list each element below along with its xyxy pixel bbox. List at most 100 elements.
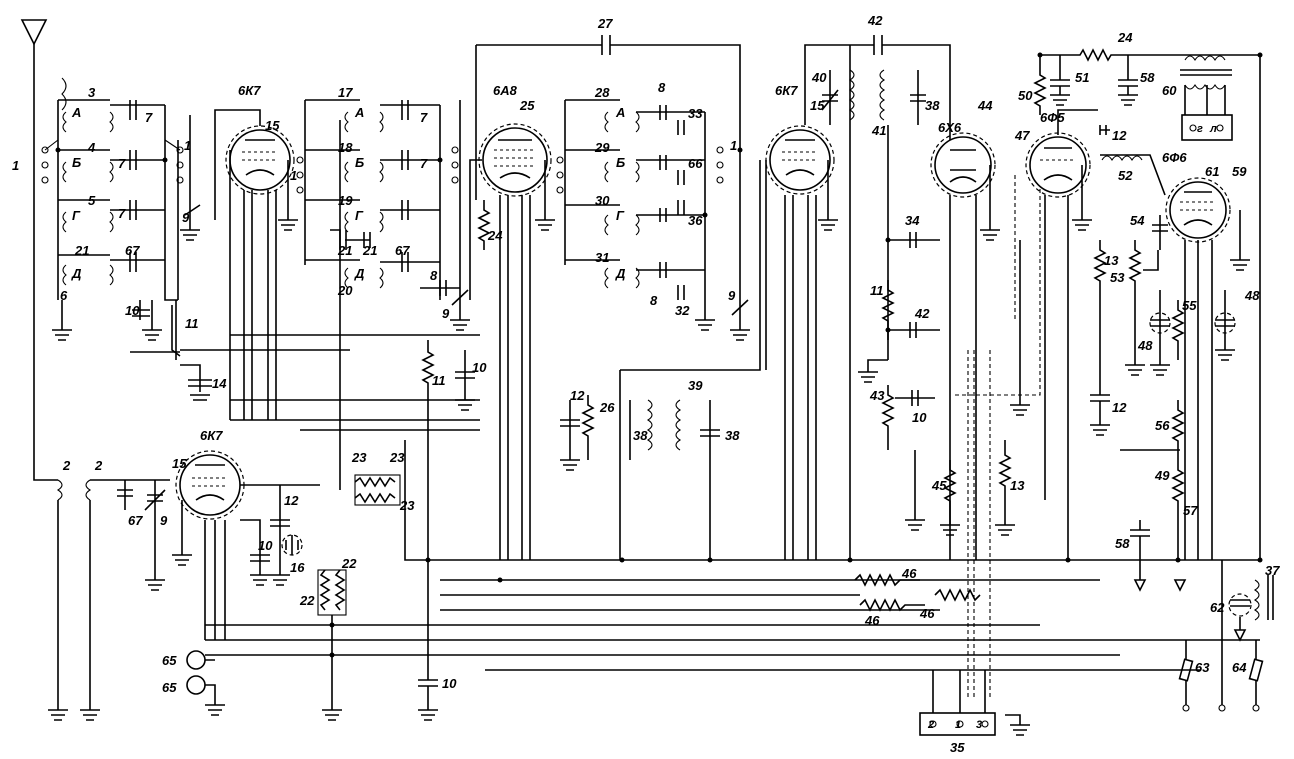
svg-text:41: 41 xyxy=(871,123,886,138)
antenna-symbol xyxy=(20,19,58,481)
svg-text:11: 11 xyxy=(870,283,884,298)
svg-text:21: 21 xyxy=(337,243,352,258)
tube-1-6k7 xyxy=(214,109,298,420)
svg-text:13: 13 xyxy=(1104,253,1119,268)
output-cathode-network xyxy=(1120,290,1236,592)
svg-text:21: 21 xyxy=(74,243,89,258)
svg-text:67: 67 xyxy=(125,243,140,258)
svg-text:1: 1 xyxy=(955,719,961,731)
svg-text:58: 58 xyxy=(1115,536,1130,551)
svg-text:1: 1 xyxy=(290,168,297,183)
svg-text:Г: Г xyxy=(72,208,81,223)
svg-text:10: 10 xyxy=(442,676,457,691)
svg-text:24: 24 xyxy=(487,228,503,243)
svg-text:16: 16 xyxy=(290,560,305,575)
oscillator-coil-bank xyxy=(564,90,750,341)
svg-text:9: 9 xyxy=(442,306,450,321)
svg-text:23: 23 xyxy=(399,498,415,513)
svg-text:7: 7 xyxy=(420,156,428,171)
svg-text:59: 59 xyxy=(1232,164,1247,179)
svg-text:2: 2 xyxy=(927,719,934,731)
svg-text:Б: Б xyxy=(616,155,625,170)
svg-text:40: 40 xyxy=(811,70,827,85)
svg-text:47: 47 xyxy=(1014,128,1030,143)
svg-text:Г: Г xyxy=(355,208,364,223)
svg-text:45: 45 xyxy=(931,478,947,493)
svg-text:18: 18 xyxy=(338,140,353,155)
svg-text:62: 62 xyxy=(1210,600,1225,615)
svg-text:60: 60 xyxy=(1162,83,1177,98)
svg-text:42: 42 xyxy=(867,13,883,28)
terminal-labels: 2 1 3 г л xyxy=(927,123,1217,731)
svg-text:33: 33 xyxy=(688,106,703,121)
svg-text:2: 2 xyxy=(94,458,103,473)
svg-text:35: 35 xyxy=(950,740,965,755)
if-transformer xyxy=(560,160,761,560)
svg-text:1: 1 xyxy=(184,138,191,153)
svg-text:Д: Д xyxy=(615,266,626,281)
component-labels: 1 2 3 4 5 6 7 7 7 9 10 11 14 15 17 18 19… xyxy=(12,13,1280,755)
svg-text:Б: Б xyxy=(355,155,364,170)
junction-dots xyxy=(55,52,1263,658)
svg-text:22: 22 xyxy=(341,556,357,571)
resistors-46 xyxy=(854,573,981,612)
svg-text:27: 27 xyxy=(597,16,613,31)
svg-text:8: 8 xyxy=(650,293,658,308)
svg-text:9: 9 xyxy=(160,513,168,528)
svg-text:61: 61 xyxy=(1205,164,1219,179)
svg-text:28: 28 xyxy=(594,85,610,100)
svg-text:15: 15 xyxy=(172,456,187,471)
svg-text:7: 7 xyxy=(420,110,428,125)
svg-text:55: 55 xyxy=(1182,298,1197,313)
bandswitch-2 xyxy=(296,146,459,194)
svg-text:А: А xyxy=(615,105,625,120)
svg-text:л: л xyxy=(1209,123,1217,135)
svg-text:13: 13 xyxy=(1010,478,1025,493)
svg-text:42: 42 xyxy=(914,306,930,321)
svg-text:15: 15 xyxy=(810,98,825,113)
rf-coil-bank xyxy=(304,99,470,331)
svg-text:8: 8 xyxy=(430,268,438,283)
svg-text:46: 46 xyxy=(864,613,880,628)
svg-text:5: 5 xyxy=(88,193,96,208)
svg-text:43: 43 xyxy=(869,388,885,403)
svg-text:29: 29 xyxy=(594,140,610,155)
svg-text:7: 7 xyxy=(145,110,153,125)
svg-text:А: А xyxy=(71,105,81,120)
terminal-strip xyxy=(919,670,1030,736)
tube-label: 6А8 xyxy=(493,83,518,98)
svg-text:23: 23 xyxy=(351,450,367,465)
power-bus-lines xyxy=(180,120,1260,671)
input-coil-2 xyxy=(48,479,170,721)
svg-text:11: 11 xyxy=(432,373,446,388)
svg-text:64: 64 xyxy=(1232,660,1247,675)
svg-text:34: 34 xyxy=(905,213,920,228)
svg-text:25: 25 xyxy=(519,98,535,113)
bandswitch-3 xyxy=(556,146,724,194)
svg-text:65: 65 xyxy=(162,653,177,668)
svg-text:66: 66 xyxy=(688,156,703,171)
svg-text:4: 4 xyxy=(87,140,96,155)
svg-text:38: 38 xyxy=(633,428,648,443)
svg-text:63: 63 xyxy=(1195,660,1210,675)
resistor-pair-22 xyxy=(317,569,347,721)
svg-text:58: 58 xyxy=(1140,70,1155,85)
svg-text:52: 52 xyxy=(1118,168,1133,183)
volume-control xyxy=(1090,240,1159,436)
svg-text:65: 65 xyxy=(162,680,177,695)
svg-text:Б: Б xyxy=(72,155,81,170)
svg-text:36: 36 xyxy=(688,213,703,228)
svg-text:1: 1 xyxy=(12,158,19,173)
svg-text:А: А xyxy=(354,105,364,120)
svg-text:39: 39 xyxy=(688,378,703,393)
band-letters: А Б Г Д А Б Г Д А Б Г Д xyxy=(71,105,626,281)
svg-text:46: 46 xyxy=(919,606,935,621)
svg-text:Д: Д xyxy=(71,266,82,281)
svg-text:8: 8 xyxy=(658,80,666,95)
svg-text:10: 10 xyxy=(472,360,487,375)
svg-text:20: 20 xyxy=(337,283,353,298)
svg-text:38: 38 xyxy=(725,428,740,443)
tube-7-6k7 xyxy=(172,450,320,640)
svg-text:51: 51 xyxy=(1075,70,1089,85)
